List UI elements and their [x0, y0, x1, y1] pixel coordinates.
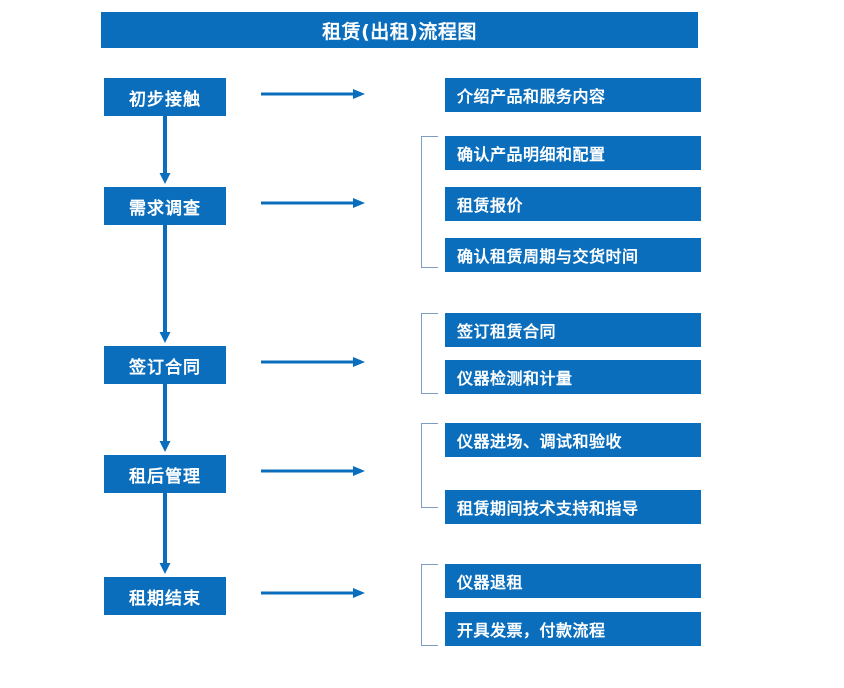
stage-box[interactable]: 租期结束	[104, 577, 226, 615]
stage-box[interactable]: 签订合同	[104, 346, 226, 384]
page-title: 租赁(出租)流程图	[101, 12, 698, 48]
arrow-right-icon	[261, 465, 365, 477]
group-bracket	[421, 136, 438, 268]
detail-box[interactable]: 介绍产品和服务内容	[445, 78, 701, 112]
detail-box[interactable]: 签订租赁合同	[445, 313, 701, 347]
arrow-right-icon	[261, 197, 365, 209]
detail-box[interactable]: 租赁期间技术支持和指导	[445, 490, 701, 524]
detail-box[interactable]: 仪器退租	[445, 564, 701, 598]
arrow-right-icon	[261, 587, 365, 599]
group-bracket	[421, 564, 438, 646]
detail-box[interactable]: 确认产品明细和配置	[445, 136, 701, 170]
group-bracket	[421, 313, 438, 394]
arrow-down-icon	[159, 116, 171, 184]
arrow-down-icon	[159, 493, 171, 574]
detail-box[interactable]: 确认租赁周期与交货时间	[445, 238, 701, 272]
stage-box[interactable]: 初步接触	[104, 78, 226, 116]
arrow-down-icon	[159, 225, 171, 343]
stage-box[interactable]: 租后管理	[104, 455, 226, 493]
group-bracket	[421, 423, 438, 508]
detail-box[interactable]: 仪器检测和计量	[445, 360, 701, 394]
detail-box[interactable]: 开具发票，付款流程	[445, 612, 701, 646]
arrow-right-icon	[261, 88, 365, 100]
detail-box[interactable]: 租赁报价	[445, 187, 701, 221]
arrow-down-icon	[159, 384, 171, 452]
stage-box[interactable]: 需求调查	[104, 187, 226, 225]
detail-box[interactable]: 仪器进场、调试和验收	[445, 423, 701, 457]
arrow-right-icon	[261, 356, 365, 368]
